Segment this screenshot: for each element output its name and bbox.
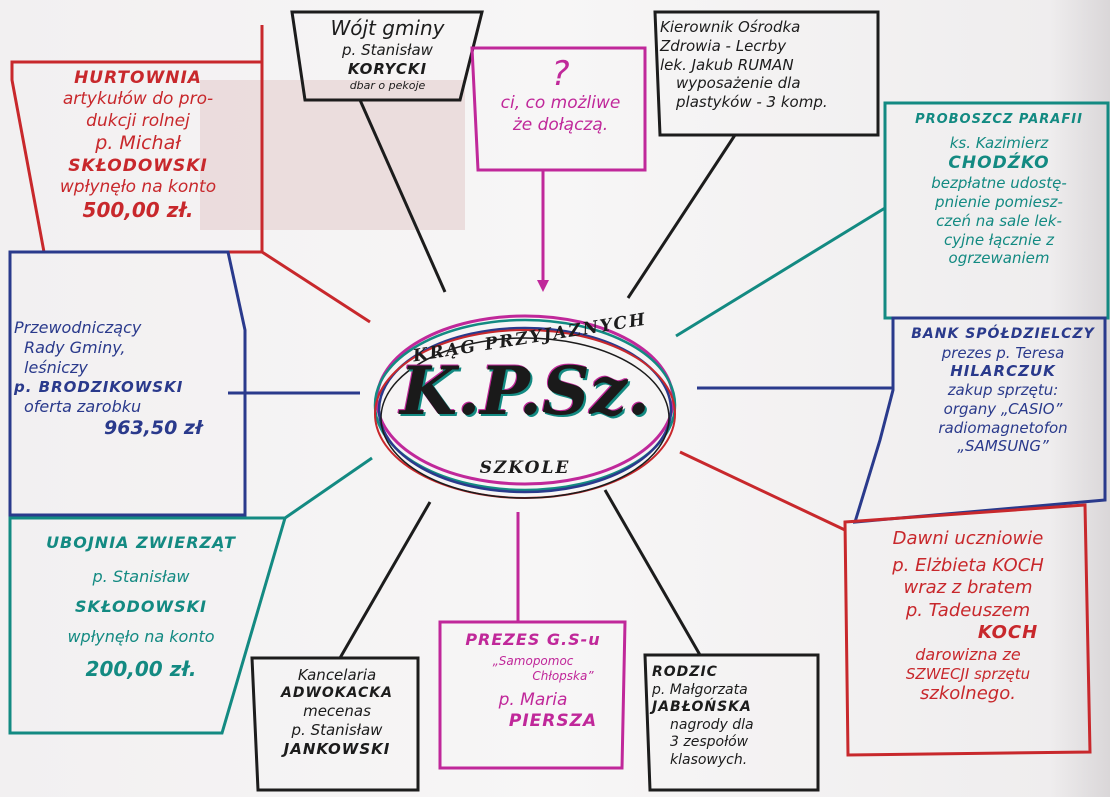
- rodzic-line-6: klasowych.: [670, 751, 748, 768]
- hurtownia-line-5: SKŁODOWSKI: [68, 155, 208, 176]
- bank-line-3: HILARCZUK: [950, 362, 1056, 381]
- dawni-line-6: darowizna ze: [915, 644, 1021, 664]
- ubojnia-line-4: wpłynęło na konto: [67, 627, 215, 646]
- wojt-line-4: dbar o pekoje: [349, 78, 426, 92]
- przew-line-1: Przewodniczący: [14, 318, 142, 337]
- kierownik-line-1: Kierownik Ośrodka: [660, 18, 801, 36]
- proboszcz-line-6: czeń na sale lek-: [936, 211, 1062, 230]
- dawni-line-7: SZWECJI sprzętu: [905, 664, 1031, 683]
- bank-line-6: radiomagnetofon: [938, 418, 1068, 437]
- proboszcz-line-4: bezpłatne udostę-: [931, 174, 1067, 193]
- proboszcz-line-5: pnienie pomiesz-: [935, 193, 1063, 211]
- dawni-line-4: p. Tadeuszem: [905, 599, 1031, 621]
- torn-paper-edge: [1050, 0, 1110, 797]
- kancelaria-line-2: ADWOKACKA: [280, 684, 393, 701]
- rodzic-line-4: nagrody dla: [670, 716, 754, 733]
- proboszcz-line-8: ogrzewaniem: [948, 249, 1050, 268]
- center-bottom-label: SZKOLE: [479, 458, 571, 478]
- rodzic-line-2: p. Małgorzata: [652, 681, 748, 698]
- box-rodzic: RODZIC p. Małgorzata JABŁOŃSKA nagrody d…: [652, 664, 817, 769]
- przew-line-4: p. BRODZIKOWSKI: [14, 378, 184, 396]
- ubojnia-line-5: 200,00 zł.: [85, 657, 197, 681]
- box-kancelaria: Kancelaria ADWOKACKA mecenas p. Stanisła…: [258, 666, 416, 759]
- kierownik-line-3: lek. Jakub RUMAN: [660, 55, 794, 74]
- hurtownia-line-7: 500,00 zł.: [82, 198, 194, 222]
- faded-patch: [200, 80, 465, 230]
- box-question: ? ci, co możliwe że dołączą.: [478, 54, 643, 136]
- kierownik-line-5: plastyków - 3 komp.: [676, 93, 828, 111]
- hurtownia-line-1: HURTOWNIA: [74, 68, 202, 88]
- proboszcz-line-7: cyjne łącznie z: [944, 230, 1054, 249]
- hurtownia-line-6: wpłynęło na konto: [59, 176, 217, 197]
- center-main-title: K.P.Sz.: [399, 352, 651, 430]
- ubojnia-line-3: SKŁODOWSKI: [75, 597, 207, 616]
- box-wojt: Wójt gminy p. Stanisław KORYCKI dbar o p…: [300, 16, 475, 92]
- proboszcz-line-3: CHODŹKO: [948, 153, 1050, 173]
- dawni-line-3: wraz z bratem: [903, 577, 1033, 598]
- prezes-line-4: p. Maria: [498, 690, 568, 710]
- bank-line-7: „SAMSUNG”: [957, 437, 1049, 456]
- hurtownia-line-3: dukcji rolnej: [86, 110, 190, 131]
- bank-line-1: BANK SPÓŁDZIELCZY: [911, 326, 1095, 342]
- box-bank: BANK SPÓŁDZIELCZY prezes p. Teresa HILAR…: [898, 326, 1108, 456]
- bank-line-5: organy „CASIO”: [943, 399, 1063, 418]
- dawni-line-1: Dawni uczniowie: [892, 528, 1044, 549]
- question-line-2: ci, co możliwe: [500, 93, 621, 114]
- prezes-line-2: „Samopomoc: [492, 654, 574, 668]
- prezes-line-3: Chłopska”: [532, 669, 594, 683]
- bank-line-4: zakup sprzętu:: [947, 381, 1059, 399]
- wojt-line-3: KORYCKI: [347, 59, 428, 78]
- prezes-line-5: PIERSZA: [508, 711, 598, 732]
- box-kierownik: Kierownik Ośrodka Zdrowia - Lecrby lek. …: [660, 18, 875, 112]
- przew-line-2: Rady Gminy,: [24, 338, 126, 357]
- przew-line-5: oferta zarobku: [24, 396, 142, 416]
- wojt-line-2: p. Stanisław: [342, 41, 433, 59]
- przew-line-3: leśniczy: [24, 358, 88, 377]
- kierownik-line-2: Zdrowia - Lecrby: [660, 36, 787, 55]
- dawni-line-5: KOCH: [977, 622, 1039, 643]
- przew-line-6: 963,50 zł: [104, 416, 203, 439]
- kancelaria-line-5: JANKOWSKI: [283, 739, 391, 758]
- prezes-line-1: PREZES G.S-u: [465, 630, 601, 649]
- bank-line-2: prezes p. Teresa: [941, 343, 1065, 362]
- box-ubojnia: UBOJNIA ZWIERZĄT p. Stanisław SKŁODOWSKI…: [16, 533, 266, 682]
- question-mark: ?: [551, 54, 570, 94]
- kancelaria-line-4: p. Stanisław: [291, 721, 383, 739]
- wojt-line-1: Wójt gminy: [330, 16, 445, 40]
- box-dawni-uczniowie: Dawni uczniowie p. Elżbieta KOCH wraz z …: [852, 528, 1084, 706]
- hurtownia-line-4: p. Michał: [95, 131, 181, 154]
- dawni-line-8: szkolnego.: [920, 683, 1016, 705]
- box-prezes: PREZES G.S-u „Samopomoc Chłopska” p. Mar…: [444, 630, 622, 733]
- kancelaria-line-1: Kancelaria: [297, 666, 377, 684]
- kancelaria-line-3: mecenas: [303, 702, 371, 721]
- rodzic-line-3: JABŁOŃSKA: [652, 699, 752, 715]
- rodzic-line-5: 3 zespołów: [670, 734, 749, 750]
- hurtownia-line-2: artykułów do pro-: [62, 89, 214, 110]
- ubojnia-line-2: p. Stanisław: [92, 567, 190, 586]
- box-hurtownia: HURTOWNIA artykułów do pro- dukcji rolne…: [18, 68, 258, 223]
- proboszcz-line-2: ks. Kazimierz: [949, 134, 1049, 153]
- ubojnia-line-1: UBOJNIA ZWIERZĄT: [46, 533, 236, 552]
- proboszcz-line-1: PROBOSZCZ PARAFII: [915, 112, 1083, 127]
- question-line-3: że dołączą.: [512, 114, 609, 135]
- box-przewodniczacy: Przewodniczący Rady Gminy, leśniczy p. B…: [14, 318, 234, 441]
- kierownik-line-4: wyposażenie dla: [676, 74, 801, 93]
- rodzic-line-1: RODZIC: [652, 664, 718, 680]
- dawni-line-2: p. Elżbieta KOCH: [892, 554, 1044, 576]
- box-proboszcz: PROBOSZCZ PARAFII ks. Kazimierz CHODŹKO …: [890, 112, 1108, 268]
